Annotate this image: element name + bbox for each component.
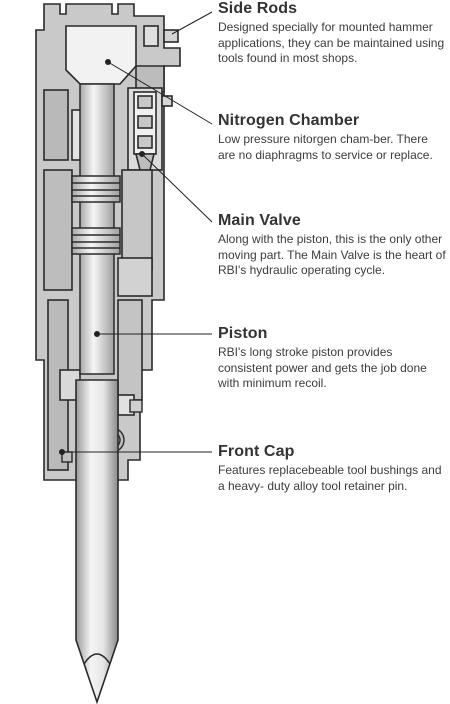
leader-side-rods — [171, 11, 213, 35]
callout-title: Side Rods — [218, 0, 298, 17]
tool-chisel — [75, 379, 119, 704]
callout-title: Nitrogen Chamber — [218, 112, 360, 129]
callout-text: Low pressure nitorgen cham-ber. There ar… — [218, 132, 433, 162]
callout-title: Main Valve — [218, 212, 301, 229]
callout-nitrogen-chamber: Nitrogen Chamber Low pressure nitorgen c… — [218, 112, 446, 163]
piston — [71, 83, 121, 375]
callout-text: Features replacebeable tool bushings and… — [218, 463, 442, 493]
callout-front-cap: Front Cap Features replacebeable tool bu… — [218, 443, 446, 494]
callout-piston: Piston RBI's long stroke piston provides… — [218, 325, 446, 392]
callout-main-valve: Main Valve Along with the piston, this i… — [218, 212, 446, 279]
leader-nitrogen-chamber — [107, 61, 213, 125]
leader-lines — [59, 11, 213, 455]
callout-side-rods: Side Rods Designed specially for mounted… — [218, 0, 446, 67]
callout-title: Piston — [218, 325, 268, 342]
callout-text: Along with the piston, this is the only … — [218, 232, 446, 277]
callout-text: RBI's long stroke piston provides consis… — [218, 345, 427, 390]
callout-text: Designed specially for mounted hammer ap… — [218, 20, 445, 65]
leader-main-valve — [141, 153, 213, 223]
callout-title: Front Cap — [218, 443, 295, 460]
